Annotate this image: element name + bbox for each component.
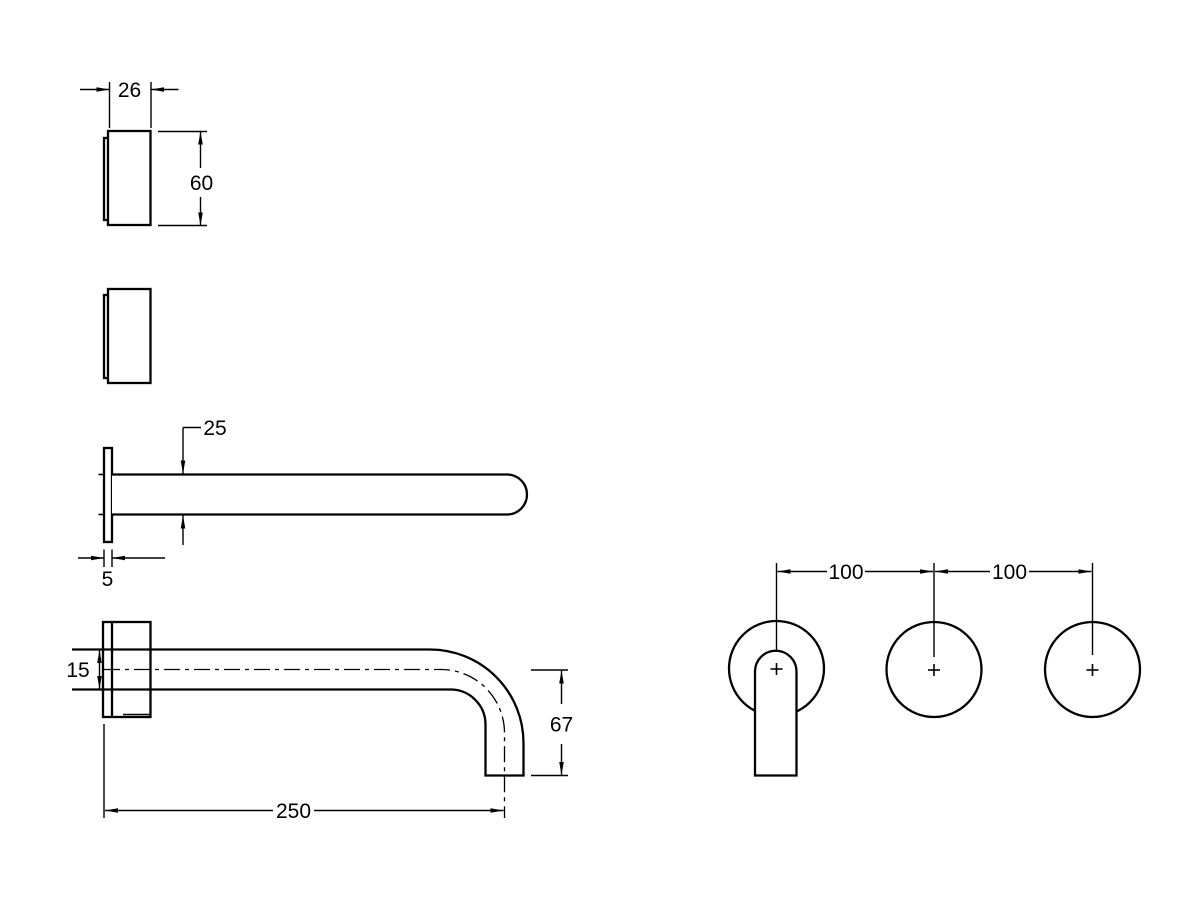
dim-250-arrow-left-head	[105, 808, 118, 813]
handle-side-view-dimensioned: 26 60	[80, 79, 213, 227]
dim-15-arrow-top-head	[97, 650, 102, 663]
handle-body	[106, 129, 152, 227]
spout-top-view: 25 5	[78, 417, 529, 591]
dim-250-arrow-right-head	[490, 808, 504, 813]
dim-100a-arrow-right-head	[920, 569, 933, 574]
handle2-body	[106, 287, 152, 385]
dim-15-arrow-bottom-head	[97, 676, 102, 689]
dim-67-label: 67	[550, 714, 573, 737]
spout-side-flange	[101, 620, 152, 719]
front-view-trim-set: 100 100	[727, 561, 1142, 777]
dim-26-label: 26	[118, 79, 141, 102]
dim-60-arrow-bottom-head	[198, 212, 203, 226]
dim-67-arrow-bottom-head	[559, 762, 564, 775]
dim-5-arrow-left-head	[91, 555, 104, 561]
spout-side-body	[72, 648, 525, 777]
dim-100b-label: 100	[992, 561, 1027, 584]
spout-top-flange	[102, 446, 114, 544]
handle-side-view-plain	[102, 287, 152, 385]
dim-100a-label: 100	[828, 561, 863, 584]
spout-side-centerline	[104, 668, 506, 818]
dim-25-arrow-top-head	[180, 460, 186, 474]
dim-60-label: 60	[190, 172, 213, 195]
dim-100b-arrow-left-head	[935, 569, 948, 574]
dim-100b-arrow-right-head	[1078, 569, 1092, 574]
dim-25-arrow-bottom-head	[180, 515, 186, 529]
dim-250-label: 250	[276, 800, 311, 823]
dim-15-label: 15	[66, 659, 89, 682]
dim-25-label: 25	[203, 417, 226, 440]
spout-top-body	[112, 473, 529, 516]
dim-26-arrow-left-head	[96, 87, 110, 92]
dim-26-arrow-right-head	[151, 87, 164, 92]
dim-5-label: 5	[102, 568, 114, 591]
dim-100a-arrow-left-head	[777, 569, 791, 574]
dim-5-arrow-right-head	[112, 555, 125, 561]
dim-67-arrow-top-head	[559, 670, 564, 684]
dim-60-arrow-top-head	[198, 131, 203, 145]
lever-handle	[753, 649, 798, 777]
spout-side-view: 15 67 250	[66, 620, 573, 823]
